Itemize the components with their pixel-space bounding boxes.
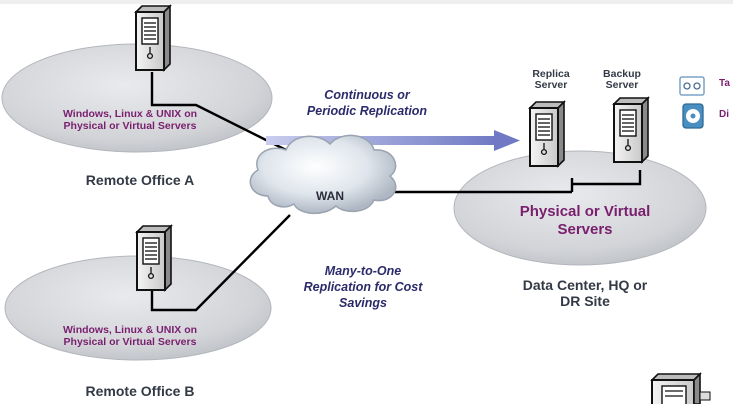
office-a-server-caption: Windows, Linux & UNIX on Physical or Vir… [30, 108, 230, 132]
wan-label: WAN [316, 189, 344, 203]
partial-server-bottom-right [650, 372, 711, 404]
office-a-caption-line2: Physical or Virtual Servers [63, 120, 197, 132]
replica-label-line2: Server [534, 79, 568, 91]
dc-caption-line2: Servers [557, 221, 613, 238]
dc-name-line2: DR Site [560, 293, 610, 309]
remote-office-b-label: Remote Office B [85, 383, 195, 399]
office-b-server-caption: Windows, Linux & UNIX on Physical or Vir… [30, 324, 230, 348]
backup-server [613, 97, 649, 163]
tape-icon [679, 76, 705, 96]
link-office-b-to-wan [150, 214, 291, 312]
dc-name-line1: Data Center, HQ or [522, 277, 648, 293]
office-b-caption-line1: Windows, Linux & UNIX on [62, 324, 198, 336]
replication-bottom-line3: Savings [339, 296, 387, 310]
replication-bottom-line1: Many-to-One [324, 264, 402, 278]
data-center-disk-caption: Physical or Virtual Servers [500, 203, 670, 239]
tape-label: Ta [719, 78, 730, 89]
link-backup-drop [572, 170, 642, 186]
data-center-disk [453, 150, 707, 266]
replica-server-label: Replica Server [515, 69, 587, 91]
replica-label-line1: Replica [532, 68, 570, 80]
disk-icon [682, 103, 704, 129]
backup-server-label: Backup Server [586, 69, 658, 91]
remote-office-a-server [135, 5, 171, 71]
backup-label-line2: Server [605, 79, 639, 91]
backup-label-line1: Backup [603, 68, 641, 80]
replication-bottom-line2: Replication for Cost [303, 280, 423, 294]
top-edge-bar [0, 0, 733, 4]
replica-server [529, 101, 565, 167]
wan-cloud [249, 134, 397, 215]
data-center-label: Data Center, HQ or DR Site [495, 277, 675, 309]
office-a-caption-line1: Windows, Linux & UNIX on [62, 108, 198, 120]
remote-office-a-label: Remote Office A [85, 172, 195, 188]
link-office-a-to-wan [150, 72, 291, 154]
office-b-caption-line2: Physical or Virtual Servers [63, 336, 197, 348]
replication-top-line1: Continuous or [324, 88, 410, 102]
replication-top-line2: Periodic Replication [306, 104, 428, 118]
replication-bottom-caption: Many-to-One Replication for Cost Savings [278, 263, 448, 311]
replication-top-caption: Continuous or Periodic Replication [282, 87, 452, 119]
remote-office-b-server [136, 225, 172, 291]
dc-caption-line1: Physical or Virtual [519, 203, 651, 220]
replication-arrow [266, 130, 520, 151]
disk-label: Di [719, 109, 729, 120]
